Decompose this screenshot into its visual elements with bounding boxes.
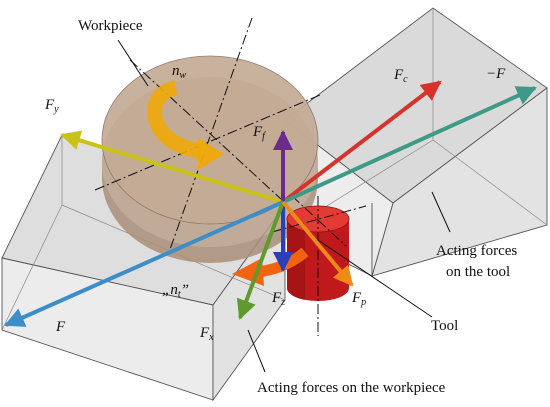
workpiece-centerlines (94, 17, 321, 256)
acting-forces-tool-line1: Acting forces (436, 243, 517, 259)
force-label-Ff: Ff (252, 124, 266, 142)
force-label-Fp: Fp (351, 290, 366, 308)
tool-label: Tool (431, 318, 458, 334)
force-arrow-Fc (281, 80, 442, 204)
tool-centerlines (271, 195, 367, 336)
acting-forces-tool-line2: on the tool (446, 264, 510, 280)
force-label-Fz: Fz (271, 290, 285, 308)
force-arrows (4, 80, 537, 327)
force-arrow-neg-F (282, 86, 537, 204)
force-arrow-Fp (281, 200, 354, 287)
force-label-neg-F: −F (486, 66, 506, 82)
force-label-Fx: Fx (199, 325, 214, 343)
force-label-Fy: Fy (44, 97, 59, 115)
tool-rotation-label: „nt” (162, 282, 189, 300)
workpiece-rotation-arrow (147, 80, 224, 170)
leader-lines (117, 39, 451, 373)
force-arrow-Fy (60, 130, 284, 204)
force-arrow-Fx (236, 201, 285, 320)
acting-forces-workpiece-label: Acting forces on the workpiece (257, 380, 446, 396)
workpiece-label: Workpiece (78, 18, 143, 34)
force-label-Fc: Fc (393, 67, 408, 85)
workpiece-rotation-label: nw (172, 63, 187, 81)
force-arrow-F (4, 200, 284, 327)
force-label-F: F (55, 319, 66, 335)
